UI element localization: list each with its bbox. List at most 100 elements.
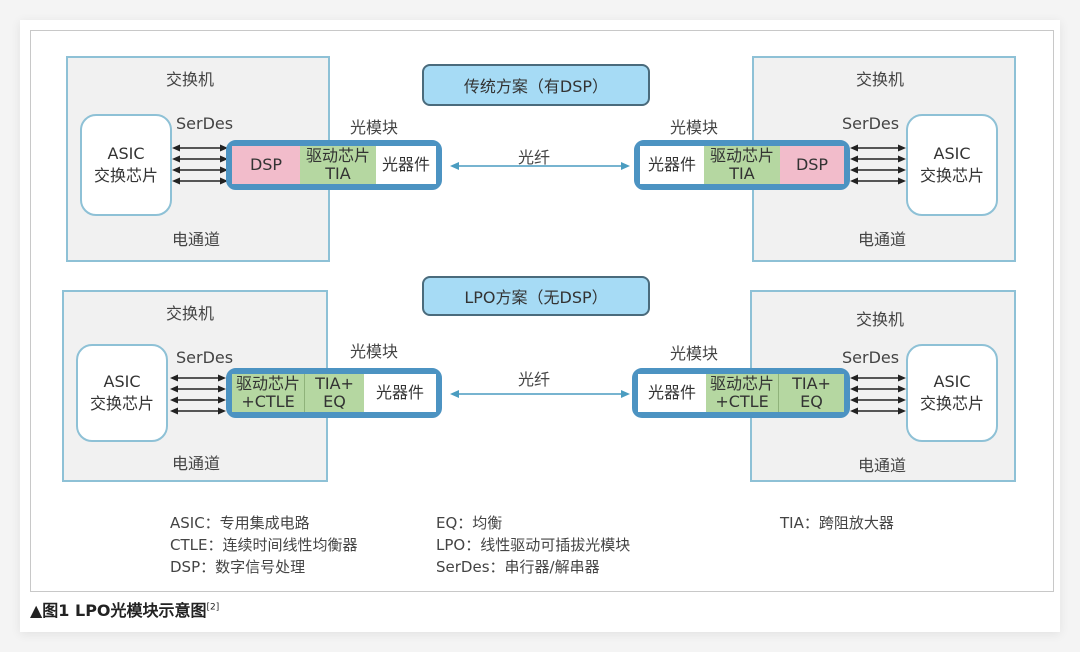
asic-chip-right-bottom: ASIC 交换芯片 — [906, 344, 998, 442]
optical-module-label: 光模块 — [350, 118, 399, 137]
serdes-arrow — [172, 166, 228, 174]
serdes-arrow — [850, 396, 906, 404]
serdes-arrow — [850, 385, 906, 393]
switch-label: 交换机 — [856, 310, 905, 329]
tia-eq-cell: TIA+EQ — [778, 374, 844, 412]
cell-text: 驱动芯片 — [709, 374, 774, 393]
electrical-channel-label: 电通道 — [172, 454, 221, 473]
electrical-channel-label: 电通道 — [858, 456, 907, 475]
driver-ctle-cell: 驱动芯片+CTLE — [706, 374, 778, 412]
optical-module-label: 光模块 — [670, 344, 719, 363]
legend-item-ctle: CTLE：连续时间线性均衡器 — [170, 536, 358, 554]
serdes-arrows-right-bottom — [850, 374, 906, 415]
electrical-channel-label: 电通道 — [858, 230, 907, 249]
optical-device-cell: 光器件 — [638, 374, 706, 412]
cell-text: TIA — [325, 164, 351, 183]
serdes-label: SerDes — [842, 348, 900, 367]
cell-text: TIA+ — [315, 374, 354, 393]
serdes-arrow — [850, 166, 906, 174]
caption-text: ▲图1 LPO光模块示意图 — [30, 601, 207, 620]
fiber-label: 光纤 — [518, 370, 551, 389]
serdes-arrow — [850, 177, 906, 185]
legend-item-eq: EQ：均衡 — [436, 514, 503, 532]
optical-module-label: 光模块 — [670, 118, 719, 137]
cell-text: 光器件 — [381, 155, 430, 174]
asic-label: ASIC — [933, 372, 971, 391]
serdes-arrow — [850, 407, 906, 415]
switch-label: 交换机 — [166, 70, 215, 89]
legend-column-1: ASIC：专用集成电路 CTLE：连续时间线性均衡器 DSP：数字信号处理 — [170, 512, 357, 578]
cell-text: TIA+ — [792, 374, 831, 393]
serdes-arrow — [170, 407, 226, 415]
dsp-cell: DSP — [232, 146, 300, 184]
fiber-arrow-bottom — [450, 390, 630, 398]
electrical-channel-label: 电通道 — [172, 230, 221, 249]
serdes-arrow — [850, 155, 906, 163]
traditional-scheme-title: 传统方案（有DSP） — [422, 64, 650, 106]
asic-sublabel: 交换芯片 — [89, 394, 154, 413]
serdes-arrows-right-top — [850, 144, 906, 185]
serdes-arrows-left-top — [172, 144, 228, 185]
legend-column-3: TIA：跨阻放大器 — [780, 512, 894, 534]
serdes-arrow — [172, 144, 228, 152]
serdes-arrow — [172, 177, 228, 185]
cell-text: EQ — [323, 392, 346, 411]
serdes-label: SerDes — [842, 114, 900, 133]
cell-text: 驱动芯片 — [709, 146, 774, 165]
serdes-arrow — [170, 396, 226, 404]
cell-text: 驱动芯片 — [305, 146, 370, 165]
asic-sublabel: 交换芯片 — [919, 394, 984, 413]
serdes-arrow — [170, 374, 226, 382]
asic-chip-left-bottom: ASIC 交换芯片 — [76, 344, 168, 442]
serdes-arrows-left-bottom — [170, 374, 226, 415]
lpo-scheme-title: LPO方案（无DSP） — [422, 276, 650, 316]
fiber-label: 光纤 — [518, 148, 551, 167]
driver-ctle-cell: 驱动芯片+CTLE — [232, 374, 304, 412]
cell-text: +CTLE — [715, 392, 769, 411]
optical-module-label: 光模块 — [350, 342, 399, 361]
serdes-arrow — [850, 374, 906, 382]
cell-text: 光器件 — [647, 155, 696, 174]
cell-text: DSP — [795, 155, 829, 174]
optical-device-cell: 光器件 — [364, 374, 436, 412]
legend-item-dsp: DSP：数字信号处理 — [170, 558, 306, 576]
cell-text: 驱动芯片 — [235, 374, 300, 393]
cell-text: DSP — [249, 155, 283, 174]
serdes-arrow — [850, 144, 906, 152]
legend-item-asic: ASIC：专用集成电路 — [170, 514, 310, 532]
serdes-arrow — [172, 155, 228, 163]
optical-module-left-bottom: 驱动芯片+CTLE TIA+EQ 光器件 — [226, 368, 442, 418]
legend-item-lpo: LPO：线性驱动可插拔光模块 — [436, 536, 631, 554]
cell-text: 光器件 — [375, 383, 424, 402]
optical-device-cell: 光器件 — [376, 146, 436, 184]
serdes-label: SerDes — [176, 348, 234, 367]
serdes-label: SerDes — [176, 114, 234, 133]
figure-caption: ▲图1 LPO光模块示意图[2] — [30, 597, 219, 621]
dsp-cell: DSP — [780, 146, 844, 184]
optical-device-cell: 光器件 — [640, 146, 704, 184]
optical-module-right-bottom: 光器件 驱动芯片+CTLE TIA+EQ — [632, 368, 850, 418]
asic-label: ASIC — [107, 144, 145, 163]
tia-eq-cell: TIA+EQ — [304, 374, 364, 412]
legend-column-2: EQ：均衡 LPO：线性驱动可插拔光模块 SerDes：串行器/解串器 — [436, 512, 630, 578]
asic-label: ASIC — [103, 372, 141, 391]
switch-label: 交换机 — [856, 70, 905, 89]
cell-text: +CTLE — [241, 392, 295, 411]
asic-label: ASIC — [933, 144, 971, 163]
cell-text: TIA — [729, 164, 755, 183]
serdes-arrow — [170, 385, 226, 393]
asic-chip-left-top: ASIC 交换芯片 — [80, 114, 172, 216]
fiber-arrow-top — [450, 162, 630, 170]
cell-text: 光器件 — [647, 383, 696, 402]
legend-item-serdes: SerDes：串行器/解串器 — [436, 558, 600, 576]
asic-sublabel: 交换芯片 — [93, 166, 158, 185]
switch-label: 交换机 — [166, 304, 215, 323]
asic-sublabel: 交换芯片 — [919, 166, 984, 185]
cell-text: EQ — [800, 392, 823, 411]
caption-reference: [2] — [206, 602, 220, 613]
legend-item-tia: TIA：跨阻放大器 — [780, 514, 894, 532]
